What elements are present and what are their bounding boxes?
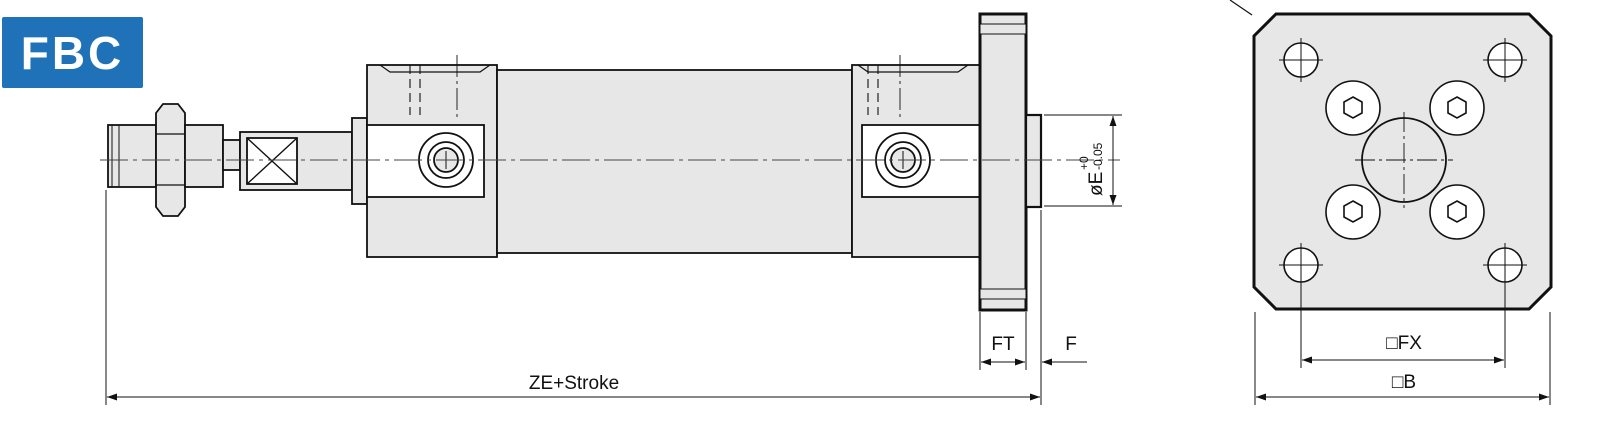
rod-thread [107,124,157,188]
dim-bore-tol-lower: -0.05 [1091,142,1105,170]
flange-front-view [1229,0,1553,311]
piston-rod [239,131,353,191]
cover-screws [1325,80,1485,240]
dim-f-label: F [1065,334,1077,355]
cylinder-side-view [107,12,1043,312]
model-badge-label: FBC [20,26,125,79]
dim-ft-label: FT [991,334,1015,355]
dim-bore-tol-upper: +0 [1077,156,1091,170]
front-view-dimensions [1254,285,1551,405]
rear-cover [851,55,981,258]
dim-bore-group: øE +0 -0.05 [1077,142,1107,196]
side-view-dimensions [105,114,1122,405]
cylinder-barrel [496,69,853,254]
dim-total-length-label: ZE+Stroke [529,373,619,394]
rod-nut [155,103,186,217]
mounting-flange [978,12,1043,312]
dim-b-label: □B [1392,372,1416,393]
dim-bore-label: øE [1086,172,1107,196]
corner-holes [1279,38,1527,287]
front-cover [366,55,498,258]
model-badge: FBC [2,17,143,88]
dim-fx-label: □FX [1386,333,1422,354]
